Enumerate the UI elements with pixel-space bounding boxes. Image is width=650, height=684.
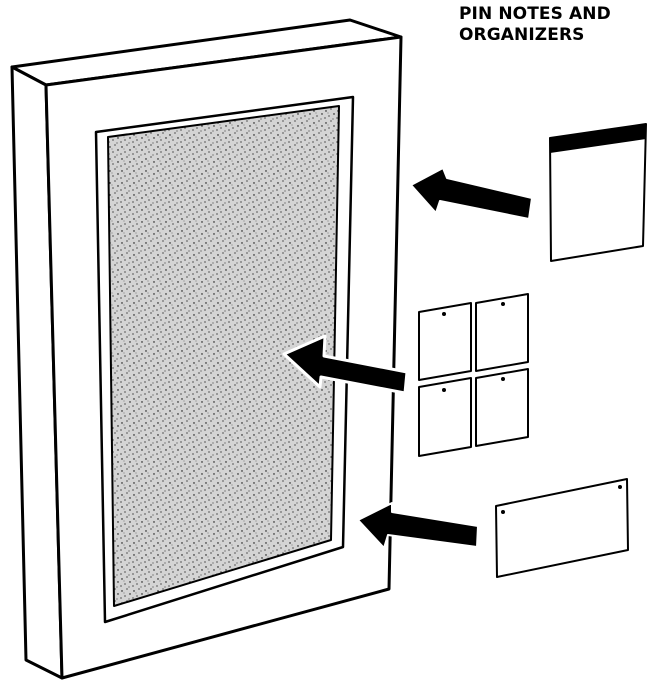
cork-board-frame bbox=[10, 18, 403, 680]
caption-line-1: PIN NOTES AND bbox=[459, 4, 611, 24]
note-card-header-band bbox=[550, 124, 646, 153]
small-card-top-left bbox=[418, 302, 472, 381]
arrows bbox=[282, 167, 533, 549]
caption-title: PIN NOTES AND ORGANIZERS bbox=[459, 4, 649, 46]
small-note-cards bbox=[418, 293, 529, 457]
arrow-bottom-icon bbox=[357, 502, 479, 549]
small-card-bottom-left bbox=[418, 377, 472, 457]
caption-line-2: ORGANIZERS bbox=[459, 25, 585, 45]
arrow-middle-icon bbox=[282, 334, 409, 395]
pin-hole-icon bbox=[501, 302, 505, 306]
pin-hole-icon bbox=[618, 485, 622, 489]
pin-hole-icon bbox=[442, 388, 446, 392]
note-card-large bbox=[549, 123, 647, 262]
wide-note-card bbox=[495, 478, 629, 578]
cork-surface bbox=[107, 105, 340, 607]
small-card-bottom-right bbox=[475, 368, 529, 447]
pin-hole-icon bbox=[501, 510, 505, 514]
pin-hole-icon bbox=[442, 312, 446, 316]
small-card-top-right bbox=[475, 293, 529, 372]
arrow-top-icon bbox=[410, 167, 533, 220]
pin-hole-icon bbox=[501, 377, 505, 381]
